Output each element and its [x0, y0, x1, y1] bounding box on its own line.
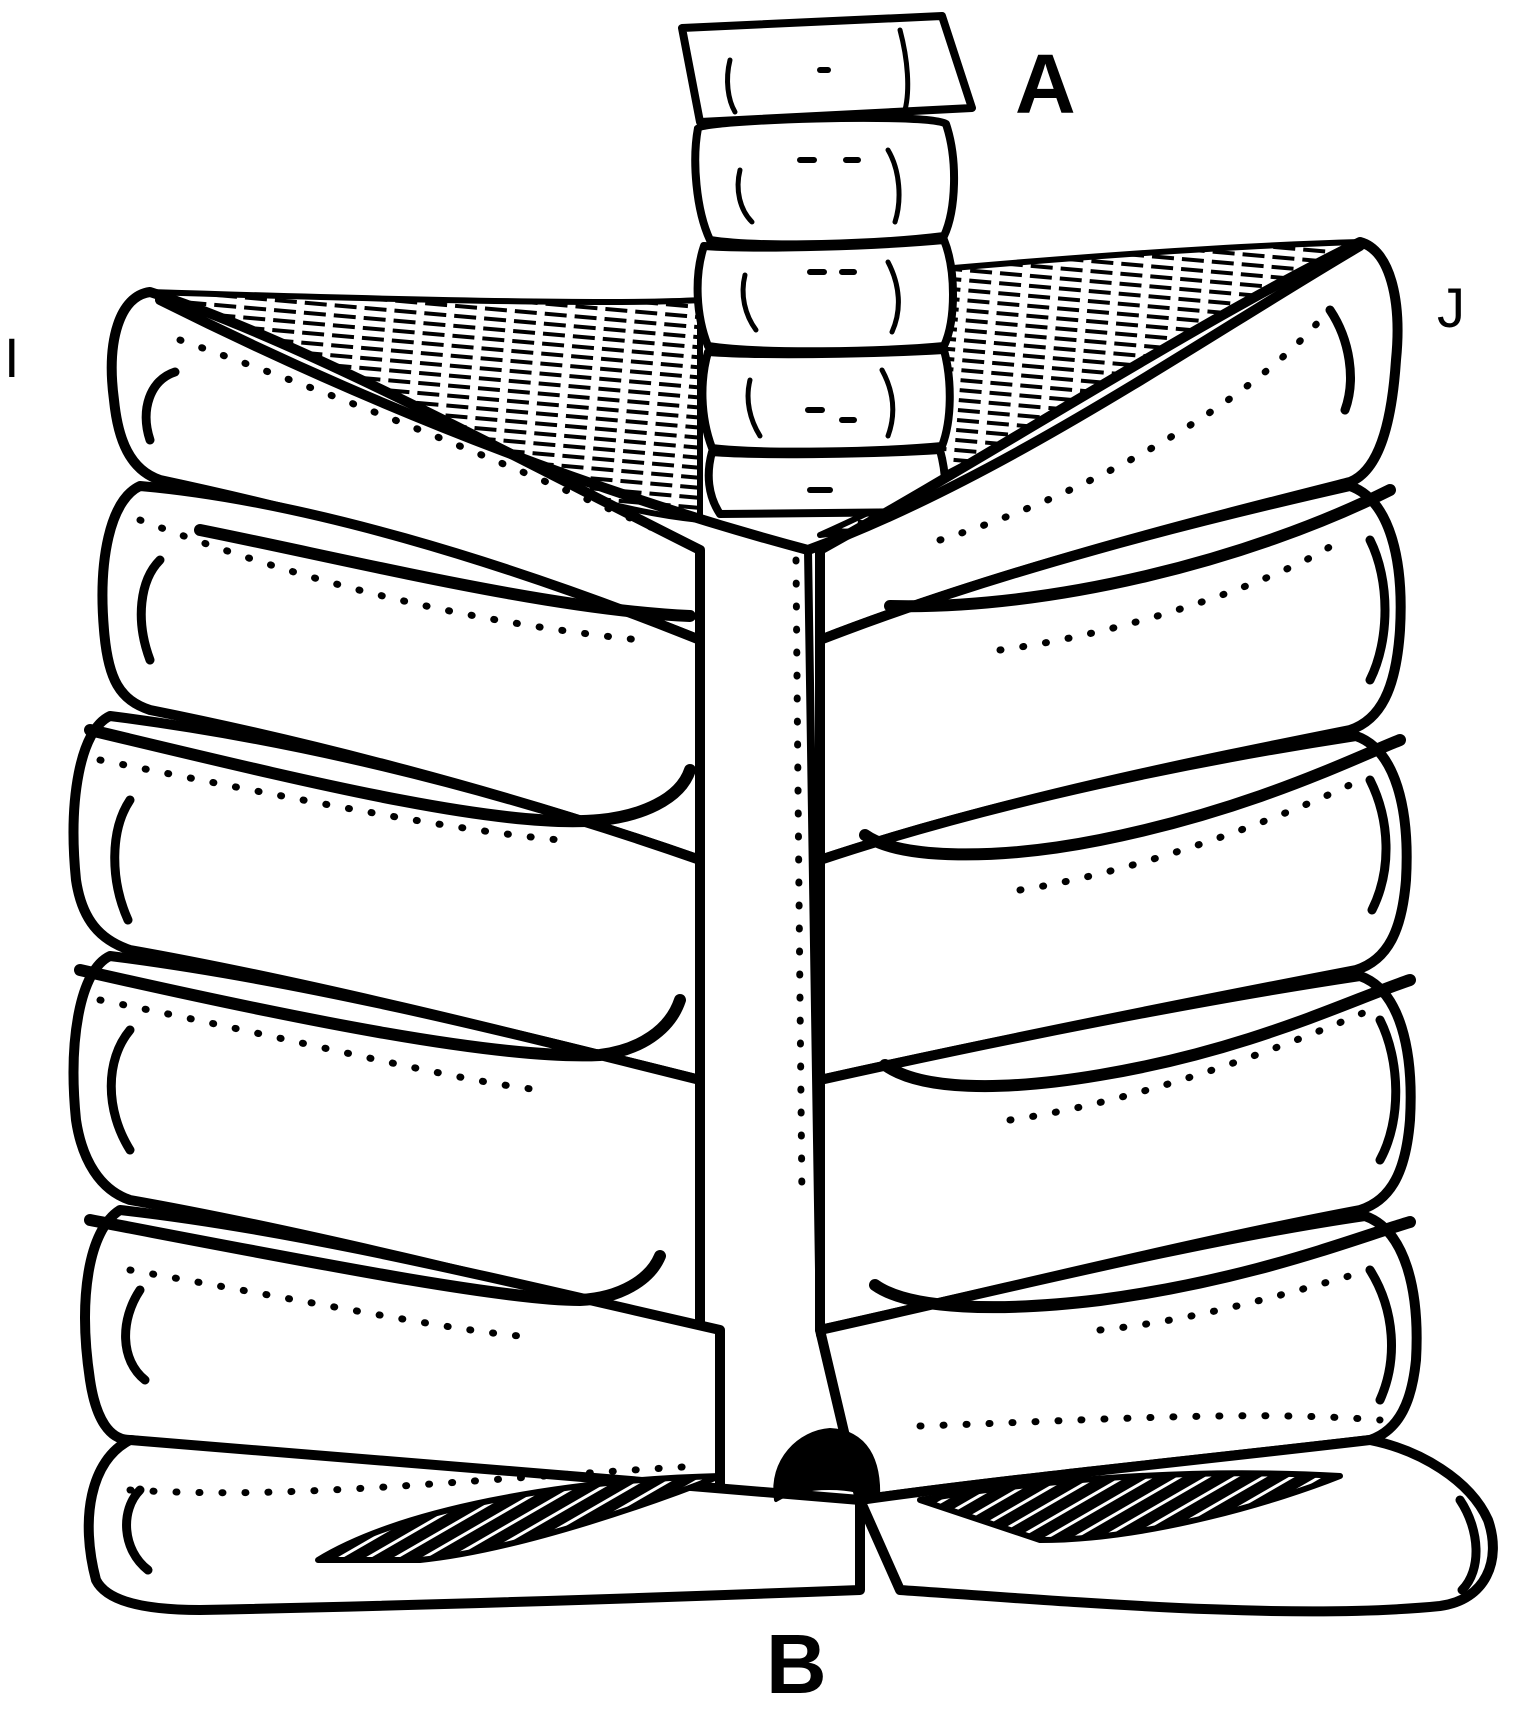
vertebra-3 [698, 240, 953, 351]
vertebra-4 [702, 350, 949, 452]
vertebra-2 [695, 118, 954, 244]
label-b: B [766, 1622, 827, 1706]
vertebral-column [682, 16, 972, 514]
label-j: J [1437, 280, 1465, 336]
label-i: I [4, 330, 20, 386]
label-a: A [1015, 42, 1076, 126]
